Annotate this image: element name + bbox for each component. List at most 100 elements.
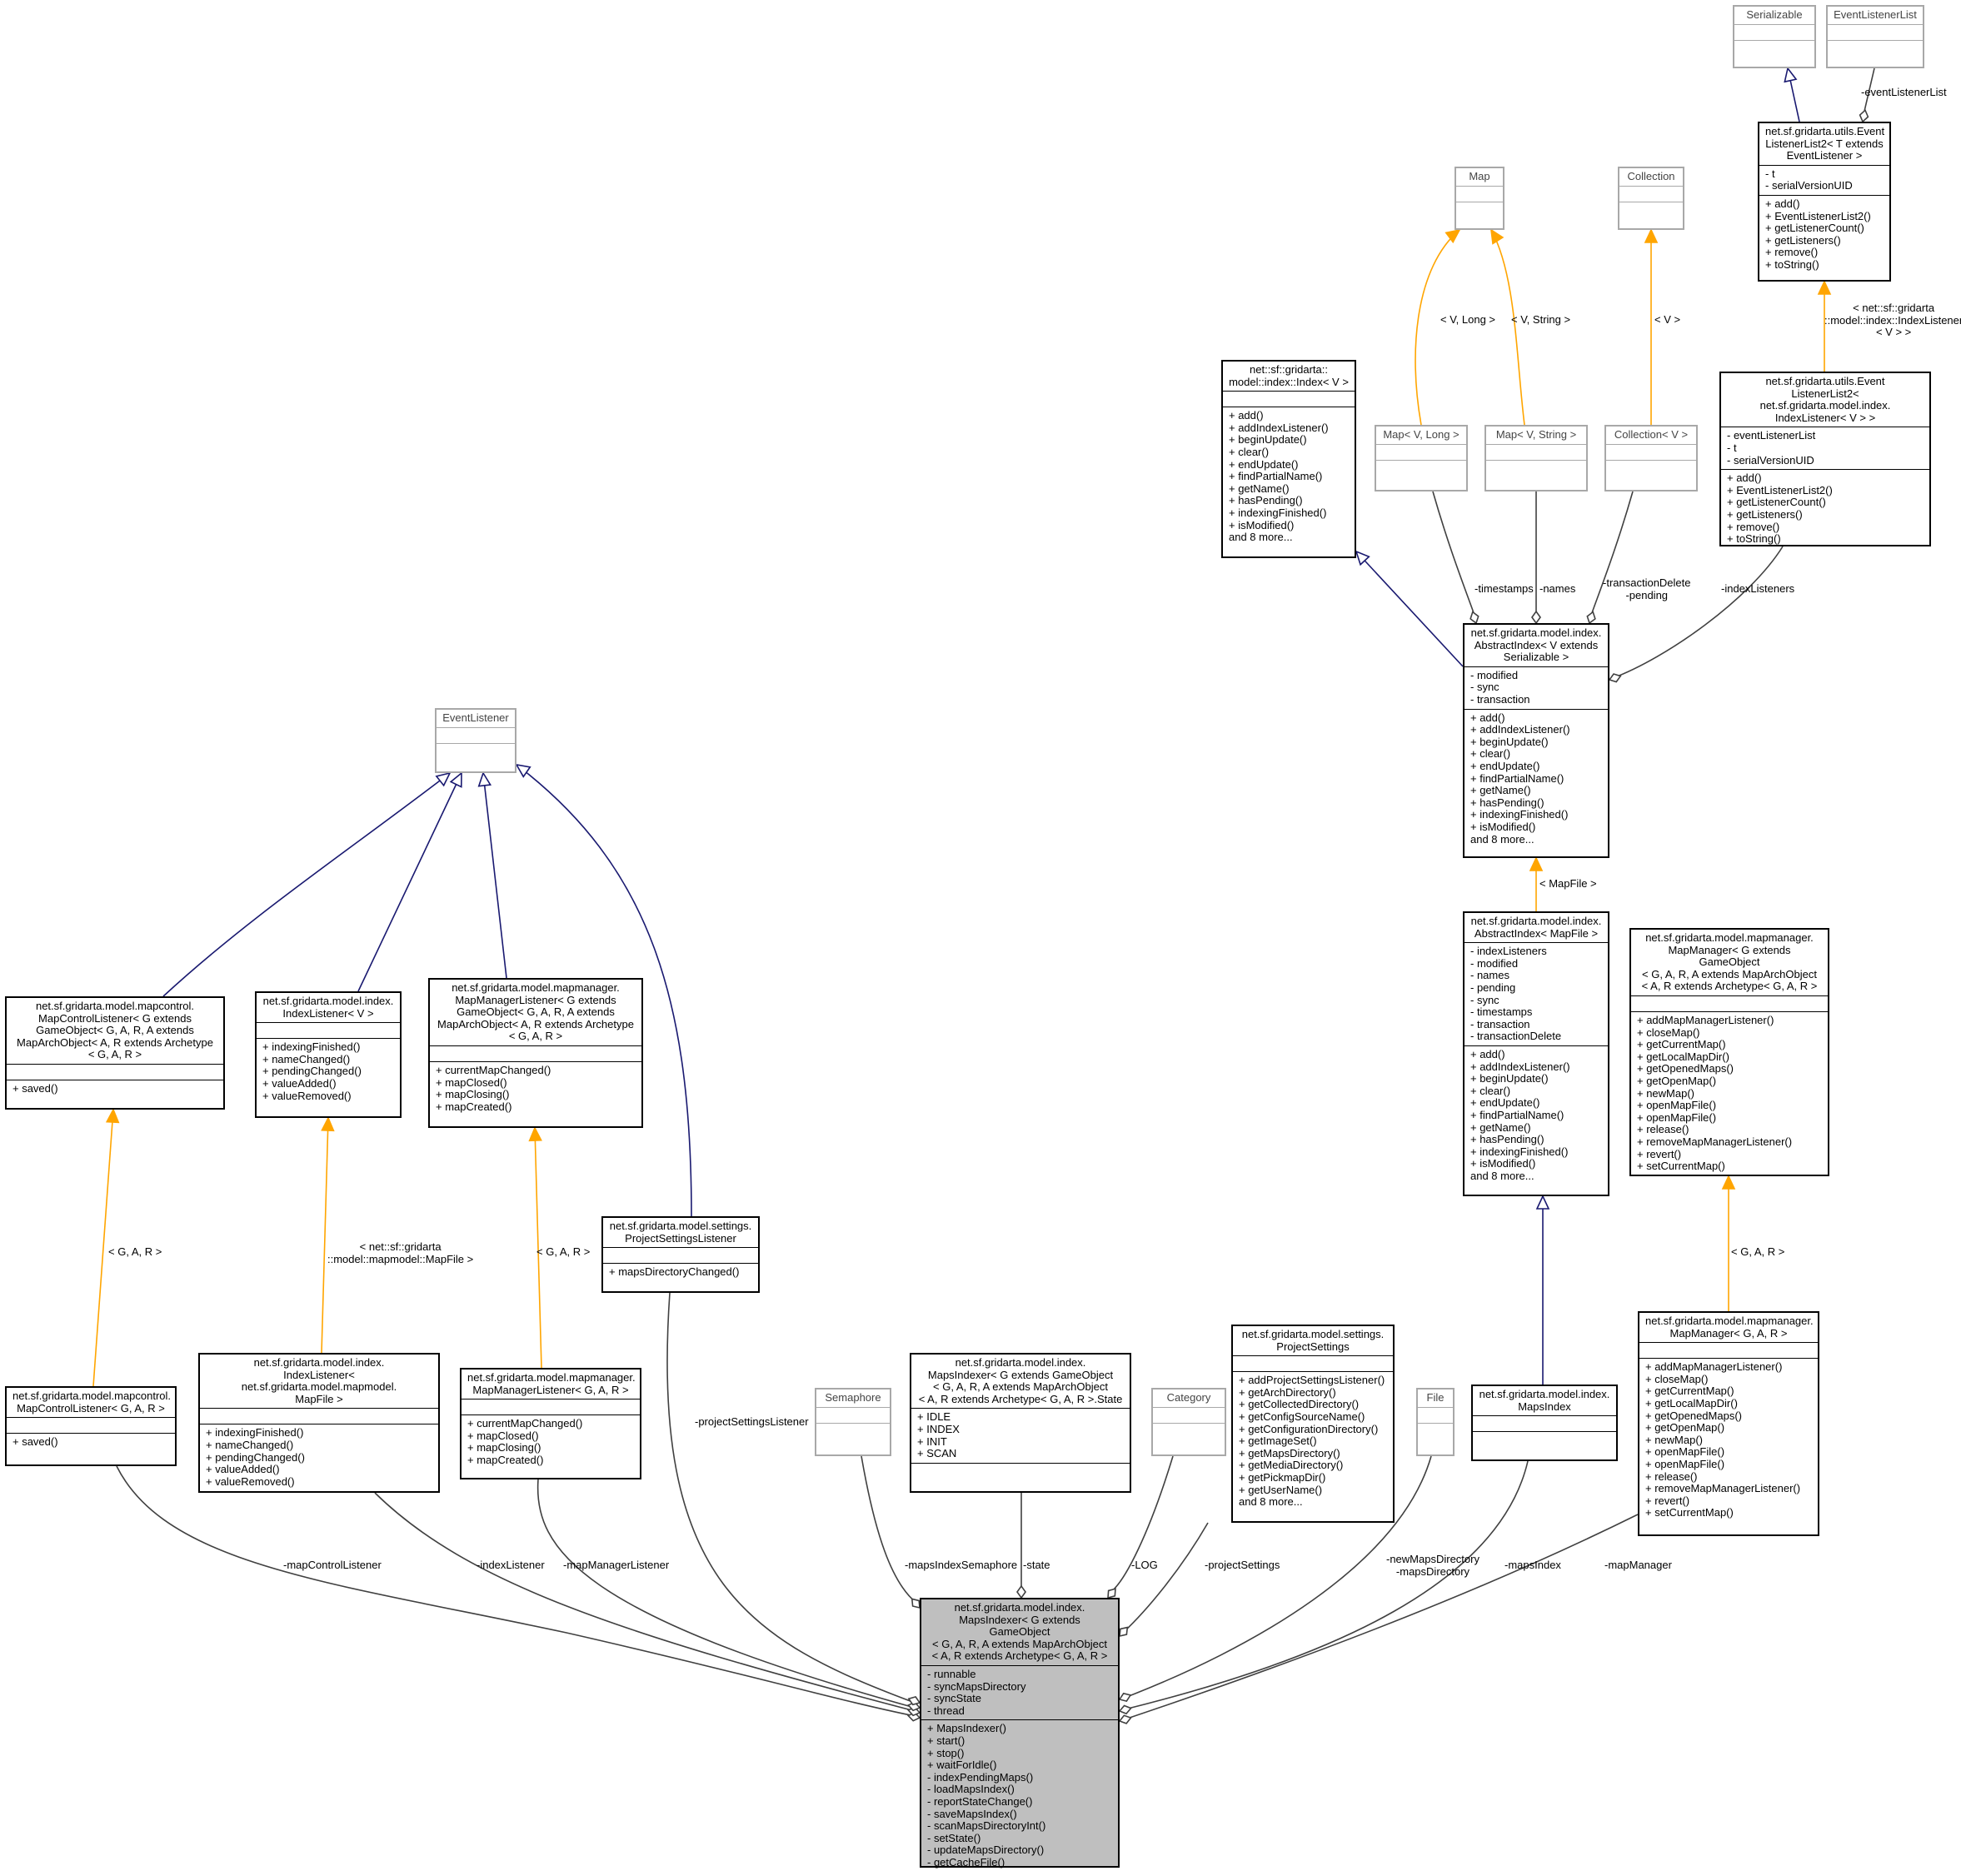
attribute: - serialVersionUID bbox=[1765, 179, 1853, 192]
class-title: net.sf.gridarta.model.index. MapsIndex bbox=[1473, 1386, 1616, 1417]
method: + mapClosed() bbox=[467, 1429, 539, 1442]
class-methods: + saved() bbox=[7, 1434, 175, 1451]
edge-label-project-settings: -projectSettings bbox=[1205, 1559, 1280, 1571]
class-title: Collection bbox=[1619, 168, 1683, 187]
method: + beginUpdate() bbox=[1470, 1072, 1549, 1085]
class-eventlistenerlist[interactable]: EventListenerList bbox=[1826, 5, 1924, 68]
class-indexv[interactable]: net::sf::gridarta:: model::index::Index<… bbox=[1221, 360, 1356, 558]
method: + indexingFinished() bbox=[1470, 1145, 1569, 1158]
class-idxlistenermf[interactable]: net.sf.gridarta.model.index. IndexListen… bbox=[198, 1353, 440, 1493]
class-semaphore[interactable]: Semaphore bbox=[815, 1388, 891, 1456]
class-title: Map< V, String > bbox=[1486, 427, 1586, 445]
method: + getName() bbox=[1470, 784, 1531, 797]
class-attributes: - t- serialVersionUID bbox=[1759, 166, 1889, 196]
edge-inherit-mclgen-eventlistener bbox=[162, 771, 452, 997]
edge-inherit-mapsindex-absidxmf bbox=[1535, 1195, 1550, 1385]
class-methods bbox=[1473, 1432, 1616, 1447]
class-title: EventListenerList bbox=[1828, 7, 1923, 25]
method: + clear() bbox=[1229, 445, 1270, 458]
class-mapmanager[interactable]: net.sf.gridarta.model.mapmanager. MapMan… bbox=[1638, 1311, 1819, 1536]
method: + valueAdded() bbox=[262, 1076, 337, 1090]
class-mapsindexer[interactable]: net.sf.gridarta.model.index. MapsIndexer… bbox=[920, 1598, 1120, 1868]
edge-agg-mapsindexer-psl bbox=[666, 1292, 921, 1706]
class-title: net.sf.gridarta.model.index. MapsIndexer… bbox=[911, 1355, 1130, 1409]
class-title: net.sf.gridarta.model.mapmanager. MapMan… bbox=[462, 1370, 640, 1400]
class-eventlistener[interactable]: EventListener bbox=[435, 708, 516, 773]
method: + nameChanged() bbox=[262, 1052, 351, 1065]
class-ell2t[interactable]: net.sf.gridarta.utils.Event ListenerList… bbox=[1758, 122, 1891, 282]
method: + addIndexListener() bbox=[1229, 421, 1329, 434]
edge-label-mapfile: < MapFile > bbox=[1539, 877, 1597, 890]
class-file[interactable]: File bbox=[1416, 1388, 1455, 1456]
method: - setState() bbox=[927, 1831, 981, 1844]
method: + addMapManagerListener() bbox=[1637, 1013, 1774, 1026]
method: + toString() bbox=[1727, 532, 1781, 546]
class-mapsindex[interactable]: net.sf.gridarta.model.index. MapsIndex bbox=[1471, 1385, 1618, 1461]
method: + add() bbox=[1229, 409, 1264, 422]
method: + getConfigSourceName() bbox=[1239, 1409, 1365, 1423]
attribute: + SCAN bbox=[917, 1447, 957, 1460]
class-collection[interactable]: Collection bbox=[1618, 167, 1684, 230]
class-absidxmf[interactable]: net.sf.gridarta.model.index. AbstractInd… bbox=[1463, 911, 1609, 1196]
class-mapstring[interactable]: Map< V, String > bbox=[1484, 425, 1588, 491]
edge-agg-absidxv-maplong bbox=[1432, 491, 1479, 625]
class-attributes bbox=[1734, 25, 1814, 41]
class-title: net.sf.gridarta.model.mapmanager. MapMan… bbox=[1639, 1313, 1818, 1344]
method: + remove() bbox=[1765, 246, 1819, 259]
class-ps[interactable]: net.sf.gridarta.model.settings. ProjectS… bbox=[1231, 1325, 1395, 1523]
method: + mapClosed() bbox=[436, 1075, 507, 1089]
method: + getListenerCount() bbox=[1765, 222, 1864, 235]
edge-agg-absidxv-mapstring bbox=[1531, 491, 1541, 625]
class-idxlistenerv[interactable]: net.sf.gridarta.model.index. IndexListen… bbox=[255, 991, 402, 1118]
attribute: - names bbox=[1470, 969, 1509, 982]
class-attributes: - indexListeners- modified- names- pendi… bbox=[1465, 943, 1608, 1046]
class-methods bbox=[911, 1464, 1130, 1479]
edge-label-index-listeners: -indexListeners bbox=[1721, 582, 1795, 595]
class-mcl[interactable]: net.sf.gridarta.model.mapcontrol. MapCon… bbox=[5, 1386, 177, 1466]
class-mapmanagergen[interactable]: net.sf.gridarta.model.mapmanager. MapMan… bbox=[1629, 928, 1829, 1176]
method: + getLocalMapDir() bbox=[1645, 1396, 1738, 1409]
method: + saved() bbox=[12, 1435, 58, 1449]
class-mmlgen[interactable]: net.sf.gridarta.model.mapmanager. MapMan… bbox=[428, 978, 643, 1128]
class-title: net.sf.gridarta.model.mapcontrol. MapCon… bbox=[7, 998, 223, 1065]
class-attributes bbox=[1153, 1408, 1225, 1424]
class-attributes bbox=[1418, 1408, 1453, 1424]
class-absidxv[interactable]: net.sf.gridarta.model.index. AbstractInd… bbox=[1463, 623, 1609, 858]
method: + openMapFile() bbox=[1637, 1110, 1717, 1124]
class-state[interactable]: net.sf.gridarta.model.index. MapsIndexer… bbox=[910, 1353, 1131, 1493]
class-attributes bbox=[7, 1418, 175, 1434]
class-map[interactable]: Map bbox=[1455, 167, 1504, 230]
method: + endUpdate() bbox=[1470, 1096, 1540, 1110]
method: + getPickmapDir() bbox=[1239, 1470, 1326, 1484]
class-mclgen[interactable]: net.sf.gridarta.model.mapcontrol. MapCon… bbox=[5, 996, 225, 1110]
edge-label-maps-index-semaphore: -mapsIndexSemaphore bbox=[905, 1559, 1018, 1571]
class-category[interactable]: Category bbox=[1151, 1388, 1226, 1456]
class-attributes bbox=[430, 1046, 641, 1062]
class-collectionv[interactable]: Collection< V > bbox=[1604, 425, 1698, 491]
method: + openMapFile() bbox=[1645, 1457, 1725, 1470]
method: + mapCreated() bbox=[436, 1100, 512, 1113]
class-serializable[interactable]: Serializable bbox=[1733, 5, 1816, 68]
edge-label-log: -LOG bbox=[1131, 1559, 1158, 1571]
edge-label-state: -state bbox=[1023, 1559, 1050, 1571]
edge-template-absidxmf bbox=[1529, 856, 1544, 911]
class-attributes bbox=[462, 1400, 640, 1416]
attribute: - sync bbox=[1470, 681, 1499, 694]
method: + openMapFile() bbox=[1637, 1099, 1717, 1112]
class-maplong[interactable]: Map< V, Long > bbox=[1375, 425, 1468, 491]
class-mml[interactable]: net.sf.gridarta.model.mapmanager. MapMan… bbox=[460, 1368, 641, 1479]
method: + getCurrentMap() bbox=[1637, 1038, 1726, 1051]
class-ell2idx[interactable]: net.sf.gridarta.utils.Event ListenerList… bbox=[1719, 372, 1931, 546]
method: + getName() bbox=[1470, 1120, 1531, 1134]
method: + beginUpdate() bbox=[1229, 433, 1307, 447]
method: + getListeners() bbox=[1727, 507, 1803, 521]
class-psl[interactable]: net.sf.gridarta.model.settings. ProjectS… bbox=[601, 1216, 760, 1293]
class-methods bbox=[1376, 461, 1466, 476]
class-title: Category bbox=[1153, 1390, 1225, 1408]
edge-label-il-binding: < net::sf::gridarta ::model::mapmodel::M… bbox=[327, 1240, 474, 1265]
class-title: net.sf.gridarta.model.index. MapsIndexer… bbox=[921, 1599, 1118, 1666]
class-methods bbox=[816, 1424, 890, 1439]
method: + indexingFinished() bbox=[262, 1040, 361, 1054]
attribute: - syncMapsDirectory bbox=[927, 1679, 1026, 1693]
method: + getOpenedMaps() bbox=[1637, 1062, 1734, 1075]
